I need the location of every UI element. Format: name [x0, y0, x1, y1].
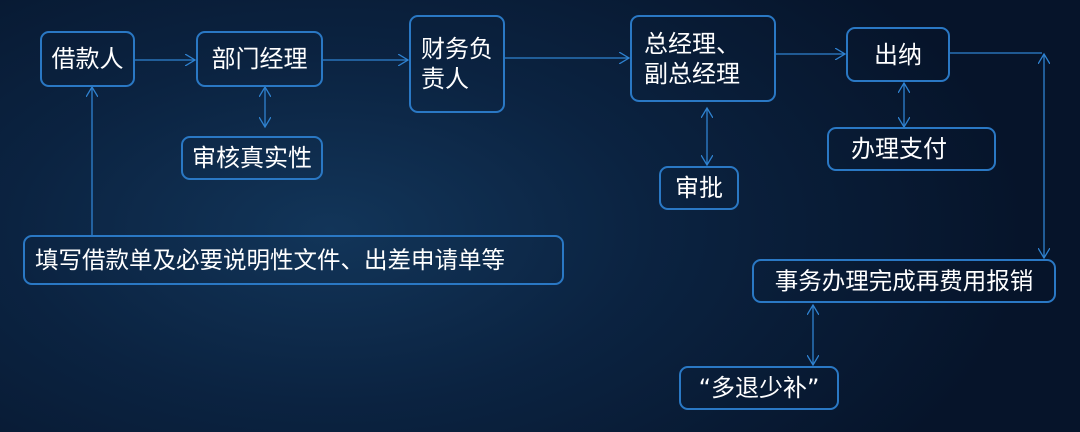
node-cashier: 出纳 — [846, 27, 950, 82]
node-label: 责人 — [421, 65, 469, 93]
node-label: 事务办理完成再费用报销 — [774, 267, 1034, 295]
node-label: 办理支付 — [851, 135, 947, 163]
node-label: 审核真实性 — [192, 144, 312, 172]
node-reimburse: 事务办理完成再费用报销 — [752, 259, 1056, 303]
node-label: 副总经理 — [644, 59, 740, 88]
node-approve: 审批 — [659, 166, 739, 210]
node-general-manager: 总经理、 副总经理 — [630, 15, 776, 102]
node-dept-manager: 部门经理 — [196, 31, 323, 87]
node-label: “多退少补” — [698, 374, 820, 402]
node-label: 财务负 — [421, 35, 493, 63]
node-label: 总经理、 — [644, 29, 740, 58]
node-label: 借款人 — [51, 45, 124, 73]
node-pay: 办理支付 — [827, 127, 996, 171]
node-label: 部门经理 — [211, 45, 308, 73]
node-verify: 审核真实性 — [181, 136, 323, 180]
node-fill-form: 填写借款单及必要说明性文件、出差申请单等 — [23, 235, 564, 285]
node-label: 出纳 — [874, 40, 922, 69]
node-finance-head: 财务负 责人 — [409, 15, 505, 113]
node-settle: “多退少补” — [679, 366, 839, 410]
node-borrower: 借款人 — [40, 31, 135, 87]
node-label: 审批 — [675, 174, 723, 202]
node-label: 填写借款单及必要说明性文件、出差申请单等 — [35, 246, 505, 274]
